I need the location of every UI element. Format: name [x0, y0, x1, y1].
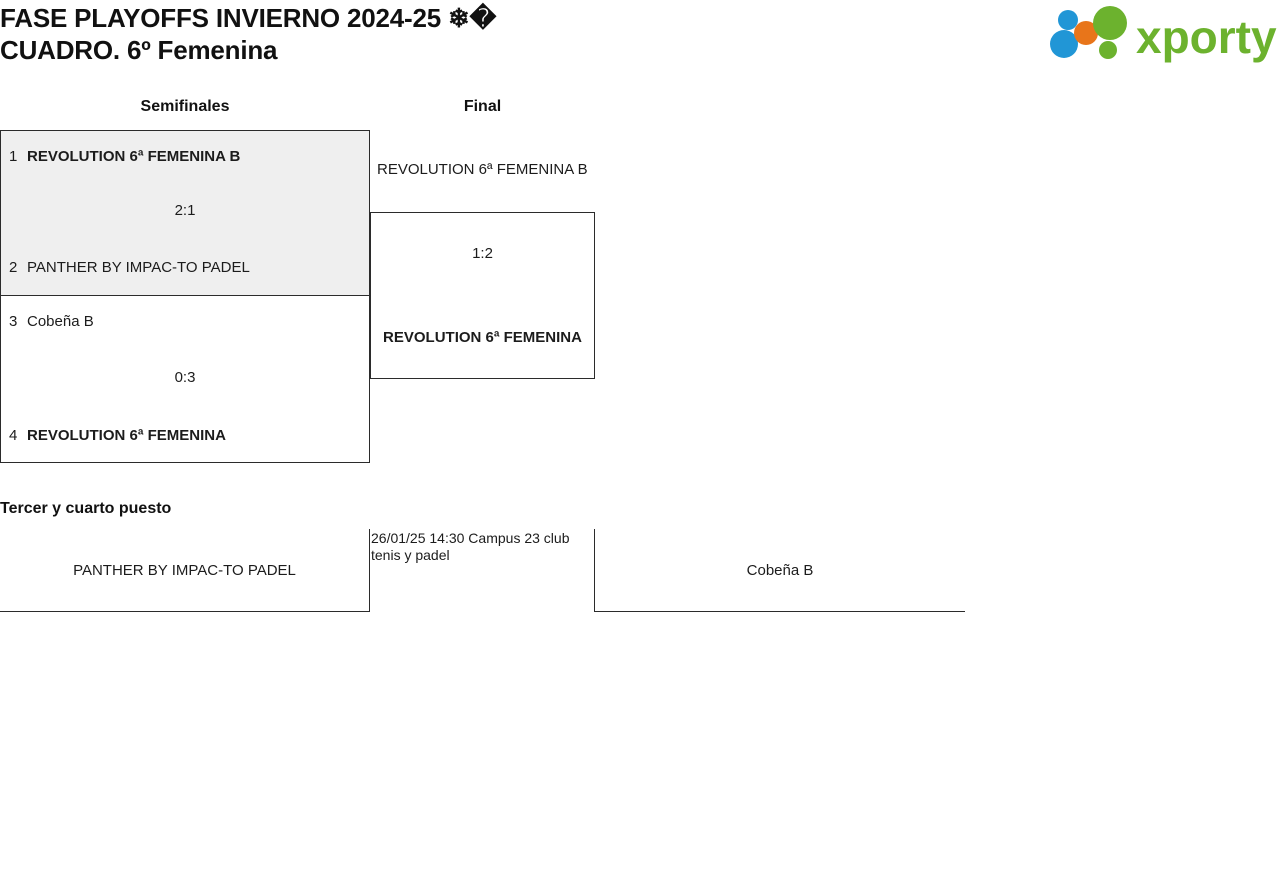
team-name: Cobeña B	[746, 561, 814, 579]
team-name: REVOLUTION 6ª FEMENINA	[27, 427, 226, 444]
match-final[interactable]: 1:2 REVOLUTION 6ª FEMENINA	[370, 212, 595, 379]
match-semifinal-1[interactable]: 1 REVOLUTION 6ª FEMENINA B 2:1 2 PANTHER…	[0, 130, 370, 296]
third-place-team-right-cell[interactable]: Cobeña B	[595, 529, 965, 612]
page-title: FASE PLAYOFFS INVIERNO 2024-25 ❄� CUADRO…	[0, 3, 497, 65]
final-top-team-label: REVOLUTION 6ª FEMENINA B	[377, 161, 588, 178]
seed-number: 2	[9, 259, 18, 276]
seed-number: 3	[9, 313, 18, 330]
team-name: PANTHER BY IMPAC-TO PADEL	[27, 259, 250, 276]
svg-text:xporty: xporty	[1136, 11, 1277, 63]
page-header: FASE PLAYOFFS INVIERNO 2024-25 ❄� CUADRO…	[0, 0, 1280, 80]
third-place-team-left-cell[interactable]: PANTHER BY IMPAC-TO PADEL	[0, 529, 370, 612]
team-name: Cobeña B	[27, 313, 94, 330]
match-third-place[interactable]: PANTHER BY IMPAC-TO PADEL 26/01/25 14:30…	[0, 529, 965, 613]
round-header-final: Final	[463, 98, 502, 115]
team-name: PANTHER BY IMPAC-TO PADEL	[73, 561, 296, 579]
match-score: 2:1	[174, 202, 196, 219]
team-name: REVOLUTION 6ª FEMENINA B	[27, 148, 241, 165]
match-row-team-top[interactable]: 3 Cobeña B	[1, 311, 369, 333]
match-score: 0:3	[174, 369, 196, 386]
seed-number: 4	[9, 427, 18, 444]
round-header-semifinales: Semifinales	[140, 98, 230, 115]
match-row-team-bottom[interactable]: 4 REVOLUTION 6ª FEMENINA	[1, 425, 369, 447]
third-place-section-title: Tercer y cuarto puesto	[0, 500, 172, 517]
match-score: 1:2	[472, 245, 493, 262]
match-row-team-bottom[interactable]: 2 PANTHER BY IMPAC-TO PADEL	[1, 257, 369, 279]
seed-number: 1	[9, 148, 18, 165]
match-row-team-top[interactable]: 1 REVOLUTION 6ª FEMENINA B	[1, 146, 369, 168]
match-semifinal-2[interactable]: 3 Cobeña B 0:3 4 REVOLUTION 6ª FEMENINA	[0, 295, 370, 463]
xporty-logo: xporty	[1050, 6, 1280, 68]
match-datetime-venue: 26/01/25 14:30 Campus 23 club tenis y pa…	[371, 530, 570, 563]
third-place-match-info-cell: 26/01/25 14:30 Campus 23 club tenis y pa…	[370, 529, 595, 612]
champion-team-name: REVOLUTION 6ª FEMENINA	[383, 329, 582, 346]
